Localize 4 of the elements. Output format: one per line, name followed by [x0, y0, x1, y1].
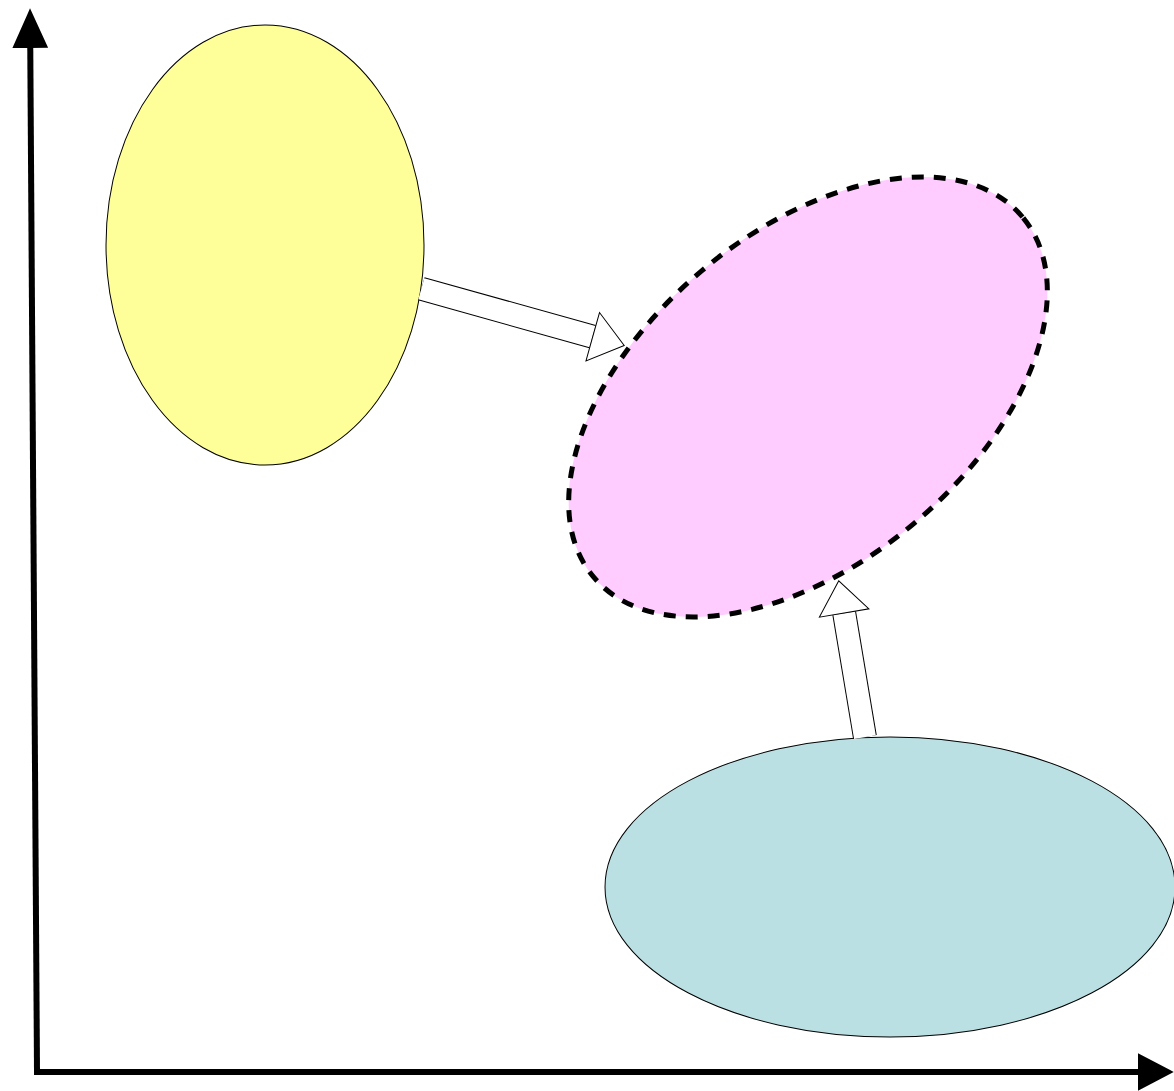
- block-arrow: [818, 580, 877, 740]
- ellipse-shape: [604, 736, 1174, 1038]
- block-arrow: [418, 277, 625, 362]
- ellipse-shape: [105, 24, 425, 466]
